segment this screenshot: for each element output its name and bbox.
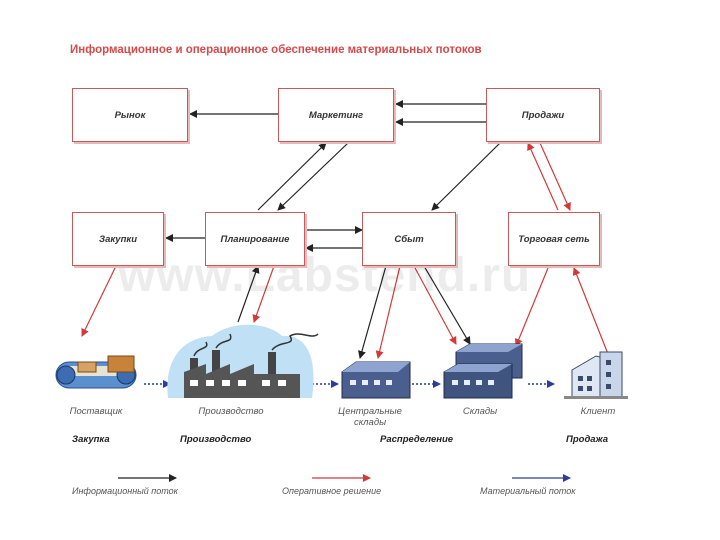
- node-label-production: Производство: [198, 406, 264, 417]
- stage-label-purchasing: Закупка: [72, 434, 110, 445]
- box-purchasing: Закупки: [72, 212, 164, 266]
- arrow-distribution-to-central: [358, 265, 387, 359]
- red-retail-to-sales: [527, 142, 559, 211]
- box-marketing: Маркетинг: [278, 88, 394, 142]
- client-building-icon: [564, 351, 628, 399]
- stage-label-distribution: Распределение: [380, 434, 454, 445]
- legend-operative-label: Оперативное решение: [282, 486, 382, 496]
- node-label-client: Клиент: [580, 406, 616, 417]
- red-distribution-to-warehouses: [413, 265, 457, 345]
- legend-info-label: Информационный поток: [72, 486, 178, 496]
- red-planning-to-production: [252, 265, 275, 323]
- node-label-supplier: Поставщик: [69, 406, 123, 417]
- node-label-warehouses: Склады: [462, 406, 498, 417]
- red-sales-to-retail: [539, 142, 571, 211]
- red-distribution-to-central: [375, 265, 401, 359]
- stage-label-sale: Продажа: [566, 434, 608, 445]
- box-retail-network: Торговая сеть: [508, 212, 600, 266]
- box-sales: Продажи: [486, 88, 600, 142]
- arrow-sales-to-distribution: [431, 142, 501, 211]
- arrow-production-to-planning: [237, 265, 260, 323]
- red-retail-to-warehouses: [514, 267, 549, 347]
- arrow-planning-to-marketing: [257, 142, 327, 211]
- node-label-central-warehouses: Центральные склады: [338, 406, 402, 428]
- arrow-marketing-to-planning: [277, 142, 349, 211]
- box-market: Рынок: [72, 88, 188, 142]
- supplier-conveyor-icon: [55, 355, 137, 389]
- red-purchasing-to-supplier: [81, 265, 117, 337]
- arrow-distribution-to-warehouses: [423, 265, 471, 345]
- box-planning: Планирование: [205, 212, 305, 266]
- stage-label-production: Производство: [180, 434, 252, 445]
- legend-material-label: Материальный поток: [480, 486, 576, 496]
- diagram-title: Информационное и операционное обеспечени…: [70, 44, 482, 56]
- factory-icon: [167, 324, 319, 398]
- warehouses-icon: [443, 343, 523, 399]
- watermark: www.Labstend.ru: [118, 249, 532, 302]
- central-warehouse-icon: [341, 361, 411, 399]
- box-distribution: Сбыт: [362, 212, 456, 266]
- red-client-to-retail: [572, 267, 609, 355]
